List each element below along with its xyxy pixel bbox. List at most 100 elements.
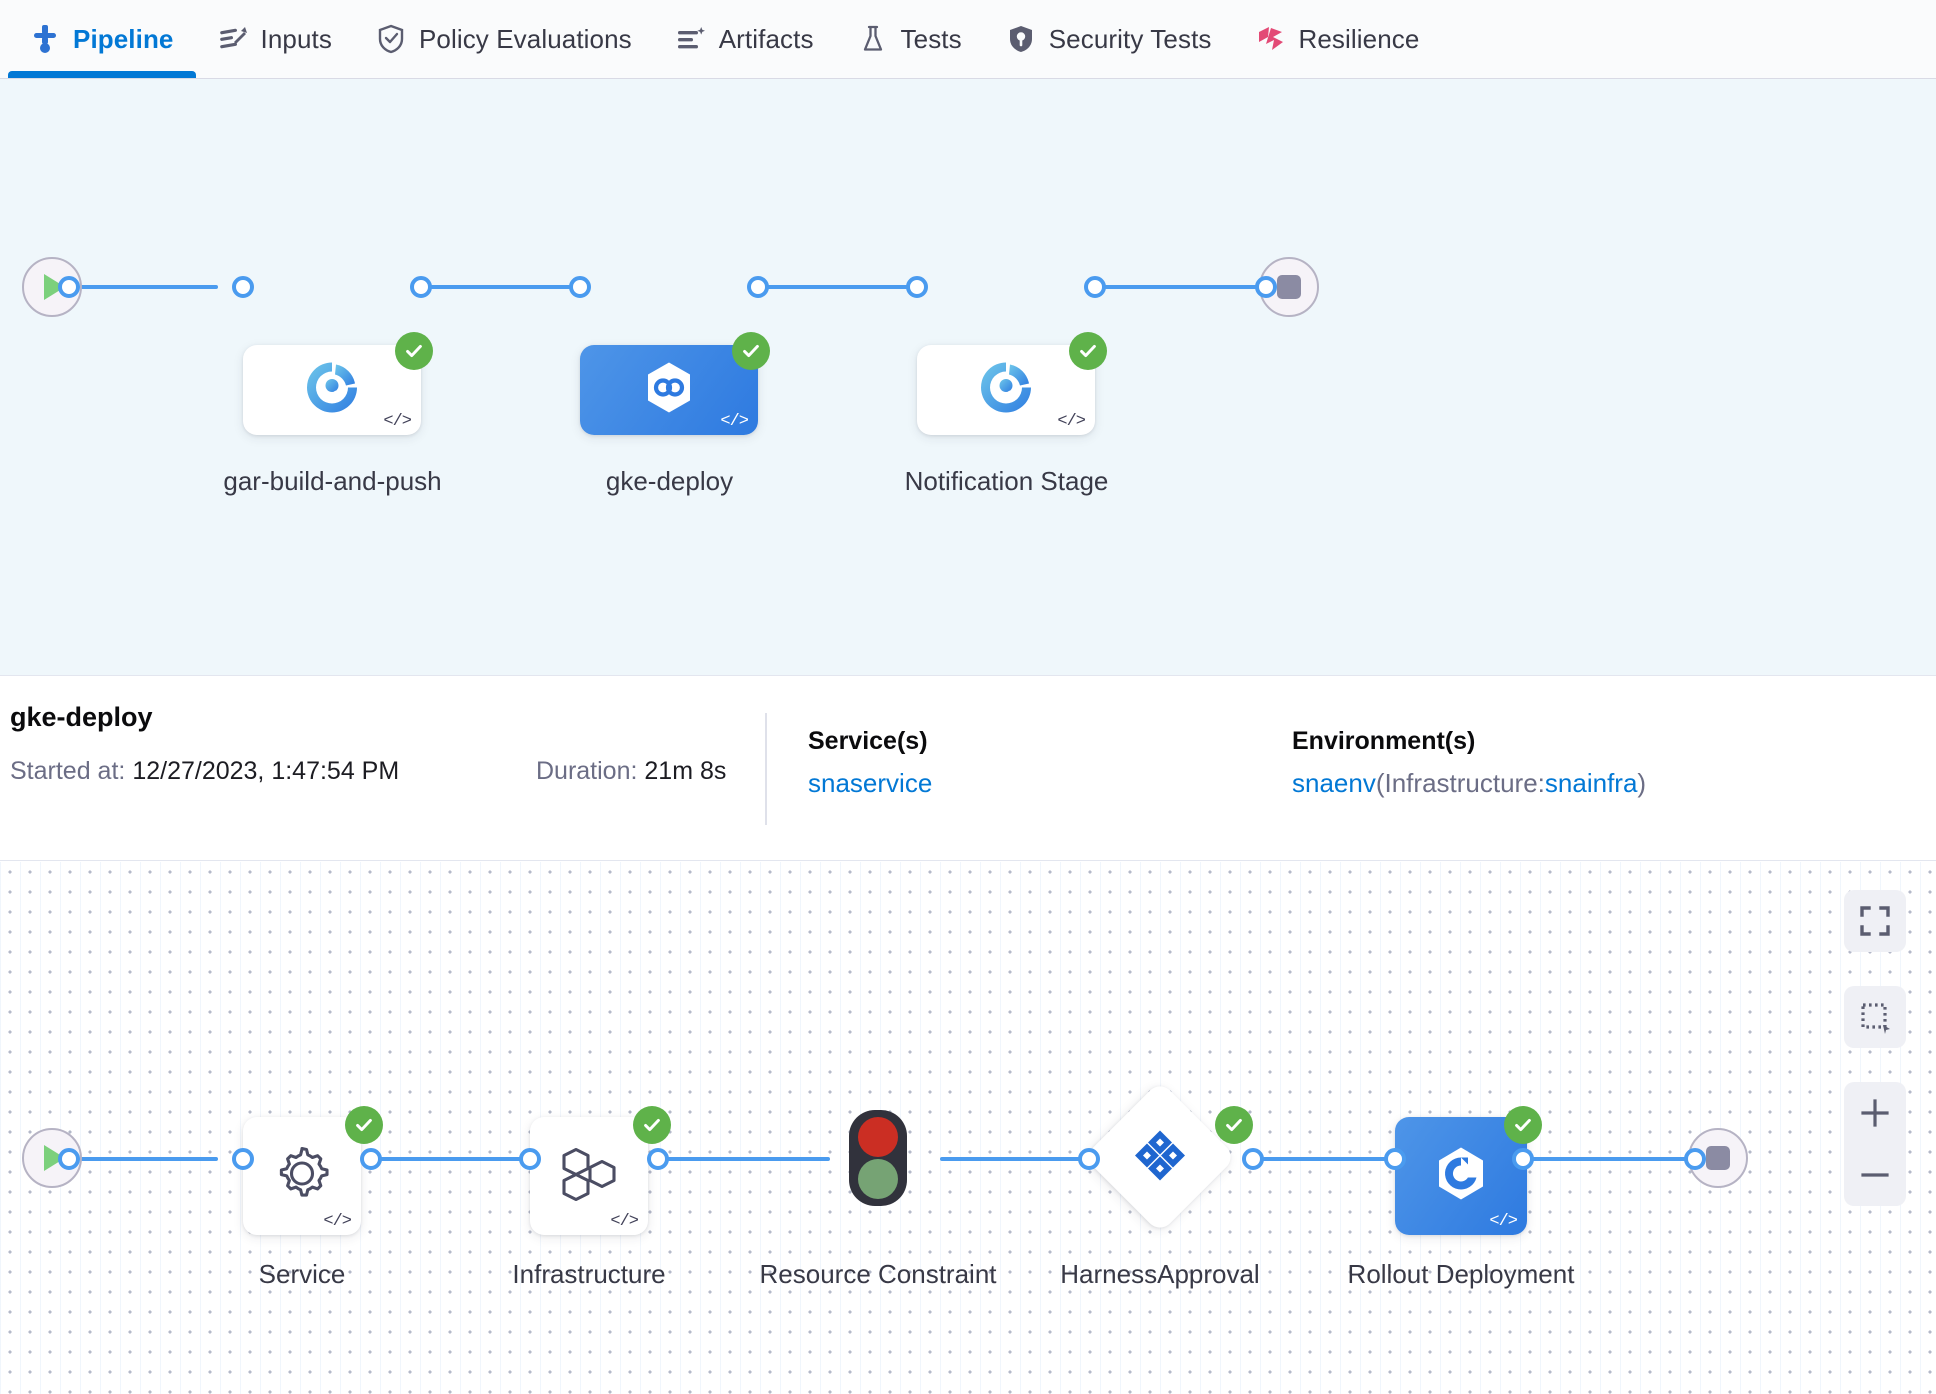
- edge-start-to-stage1: [58, 285, 218, 289]
- stop-icon: [1277, 275, 1301, 299]
- stage-node-gke-deploy[interactable]: </>: [580, 345, 758, 435]
- stage-code-badge[interactable]: </>: [1057, 412, 1086, 431]
- hexagons-icon: [558, 1145, 620, 1208]
- resilience-icon: [1256, 24, 1286, 54]
- step-code-badge[interactable]: </>: [1489, 1212, 1518, 1231]
- services-heading: Service(s): [808, 727, 928, 755]
- step-node-infrastructure[interactable]: </>: [530, 1117, 648, 1235]
- step-code-badge[interactable]: </>: [610, 1212, 639, 1231]
- tab-security-tests[interactable]: Security Tests: [984, 0, 1234, 78]
- stage-status-success-gar-build-and-push: [395, 332, 433, 370]
- port-rollout-in: [1384, 1148, 1406, 1170]
- pipeline-stage-graph[interactable]: </> gar-build-and-push </> gke-deploy: [0, 79, 1936, 676]
- zoom-controls: [1844, 1082, 1906, 1206]
- cd-deploy-icon: [641, 360, 697, 421]
- tab-resilience[interactable]: Resilience: [1234, 0, 1442, 78]
- step-node-service[interactable]: </>: [243, 1117, 361, 1235]
- step-status-success-service: [345, 1106, 383, 1144]
- port-stage1-in: [232, 276, 254, 298]
- traffic-light-red-lamp: [858, 1117, 898, 1157]
- step-label-service: Service: [258, 1259, 346, 1289]
- approval-diamonds-icon: [1132, 1128, 1188, 1189]
- stage-detail-started-at: Started at: 12/27/2023, 1:47:54 PM: [10, 757, 399, 786]
- stage-label-notification-stage: Notification Stage: [904, 466, 1109, 496]
- step-status-success-rollout-deployment: [1504, 1106, 1542, 1144]
- pipeline-icon: [30, 24, 60, 54]
- stage-status-success-gke-deploy: [732, 332, 770, 370]
- stage-label-gke-deploy: gke-deploy: [605, 466, 734, 496]
- environments-column: Environment(s) snaenv(Infrastructure:sna…: [1292, 727, 1646, 799]
- port-approval-in: [1078, 1148, 1100, 1170]
- stop-icon: [1706, 1146, 1730, 1170]
- port-exec-end-in: [1684, 1148, 1706, 1170]
- stage-node-notification-stage[interactable]: </>: [917, 345, 1095, 435]
- tab-pipeline-label: Pipeline: [73, 24, 174, 54]
- stage-code-badge[interactable]: </>: [720, 412, 749, 431]
- services-column: Service(s) snaservice: [808, 727, 932, 799]
- port-stage3-out: [1084, 276, 1106, 298]
- started-at-value: 12/27/2023, 1:47:54 PM: [132, 757, 400, 785]
- infrastructure-prefix: (Infrastructure:: [1375, 768, 1545, 798]
- infrastructure-suffix: ): [1637, 768, 1647, 798]
- artifacts-icon: [676, 24, 706, 54]
- tab-security-tests-label: Security Tests: [1048, 24, 1212, 54]
- traffic-light-green-lamp: [858, 1159, 898, 1199]
- step-node-resource-constraint[interactable]: [849, 1110, 907, 1206]
- port-infrastructure-out: [647, 1148, 669, 1170]
- edge-infrastructure-to-resource: [660, 1157, 830, 1161]
- infrastructure-link[interactable]: snainfra: [1544, 768, 1638, 798]
- step-code-badge[interactable]: </>: [323, 1212, 352, 1231]
- tab-resilience-label: Resilience: [1298, 24, 1420, 54]
- port-approval-out: [1242, 1148, 1264, 1170]
- service-link[interactable]: snaservice: [808, 768, 933, 798]
- policy-shield-icon: [376, 24, 406, 54]
- tab-tests-label: Tests: [900, 24, 962, 54]
- tab-inputs[interactable]: Inputs: [196, 0, 354, 78]
- edge-rollout-to-end: [1515, 1157, 1695, 1161]
- ci-build-icon: [303, 359, 361, 422]
- stage-detail-title: gke-deploy: [10, 702, 153, 732]
- step-label-rollout-deployment: Rollout Deployment: [1347, 1259, 1575, 1289]
- zoom-out-button[interactable]: [1844, 1144, 1906, 1206]
- port-service-out: [360, 1148, 382, 1170]
- tab-pipeline[interactable]: Pipeline: [8, 0, 196, 78]
- port-rollout-out: [1512, 1148, 1534, 1170]
- zoom-in-button[interactable]: [1844, 1082, 1906, 1144]
- edge-start-to-service: [58, 1157, 218, 1161]
- stage-execution-graph[interactable]: </> Service </> Infrastructure Resource …: [0, 862, 1936, 1394]
- flask-icon: [858, 24, 888, 54]
- port-end-in: [1255, 276, 1277, 298]
- step-label-resource-constraint: Resource Constraint: [759, 1259, 997, 1289]
- step-status-success-harnessapproval: [1215, 1106, 1253, 1144]
- stage-detail-bar: [0, 677, 1936, 861]
- step-node-rollout-deployment[interactable]: </>: [1395, 1117, 1527, 1235]
- port-stage3-in: [906, 276, 928, 298]
- tab-artifacts-label: Artifacts: [718, 24, 814, 54]
- port-service-in: [232, 1148, 254, 1170]
- tab-tests[interactable]: Tests: [836, 0, 984, 78]
- rollout-icon: [1430, 1145, 1492, 1208]
- started-at-label: Started at:: [10, 757, 126, 785]
- stage-detail-duration: Duration: 21m 8s: [536, 757, 726, 786]
- selection-box-button[interactable]: [1844, 986, 1906, 1048]
- step-label-harnessapproval: HarnessApproval: [1060, 1259, 1260, 1289]
- step-label-infrastructure: Infrastructure: [512, 1259, 666, 1289]
- environment-link[interactable]: snaenv: [1292, 768, 1376, 798]
- gear-icon: [271, 1143, 333, 1210]
- edge-resource-to-approval: [940, 1157, 1092, 1161]
- stage-node-gar-build-and-push[interactable]: </>: [243, 345, 421, 435]
- tab-artifacts[interactable]: Artifacts: [654, 0, 836, 78]
- expand-corners-icon: [1858, 904, 1892, 938]
- tab-inputs-label: Inputs: [260, 24, 332, 54]
- port-start-out: [58, 276, 80, 298]
- ci-build-icon: [977, 359, 1035, 422]
- environment-value: snaenv(Infrastructure:snainfra): [1292, 768, 1646, 799]
- port-exec-start-out: [58, 1148, 80, 1170]
- edge-service-to-infrastructure: [370, 1157, 530, 1161]
- stage-code-badge[interactable]: </>: [383, 412, 412, 431]
- port-stage2-out: [747, 276, 769, 298]
- tab-policy-evaluations[interactable]: Policy Evaluations: [354, 0, 654, 78]
- stage-status-success-notification-stage: [1069, 332, 1107, 370]
- fit-to-screen-button[interactable]: [1844, 890, 1906, 952]
- port-infrastructure-in: [519, 1148, 541, 1170]
